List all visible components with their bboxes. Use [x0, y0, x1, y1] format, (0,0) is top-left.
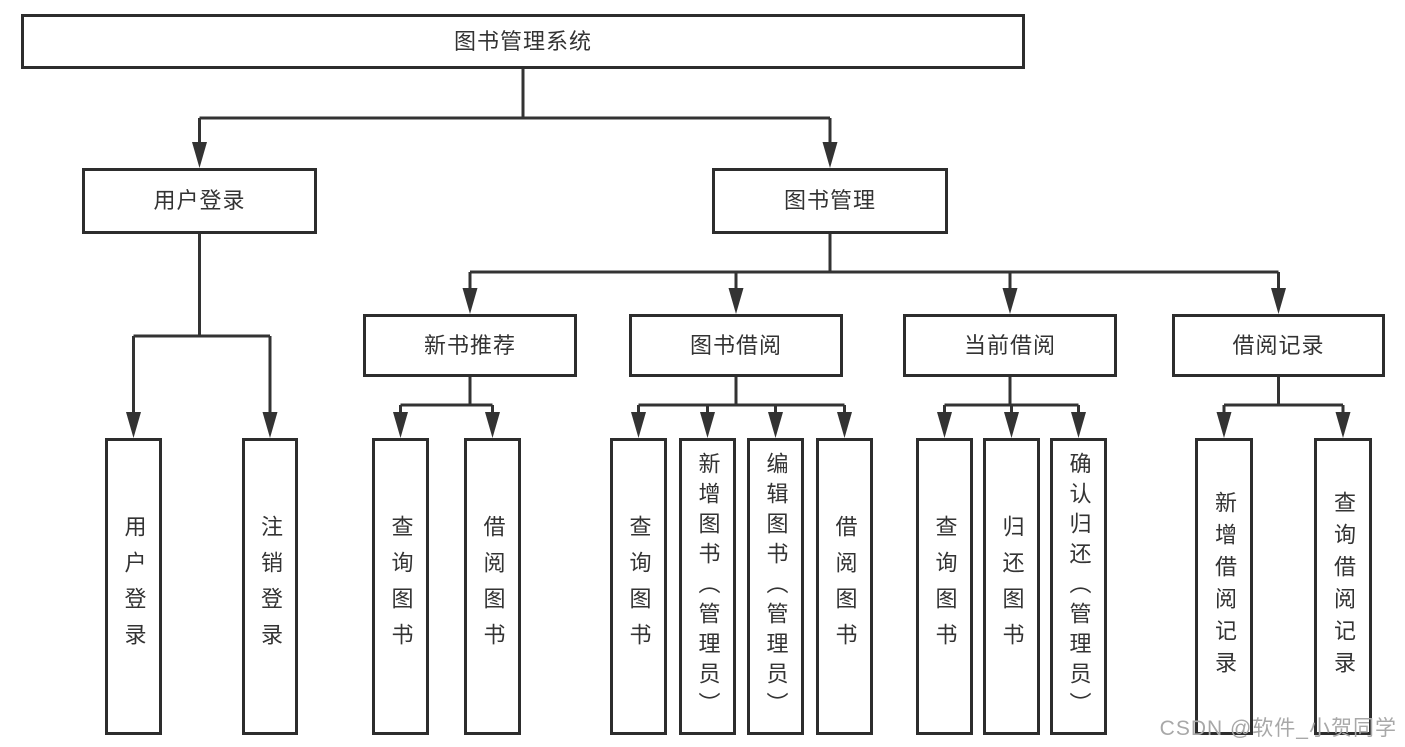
node-current-borrow: 当前借阅 [903, 314, 1117, 377]
node-label: 查询图书 [388, 514, 414, 659]
node-root: 图书管理系统 [21, 14, 1025, 69]
node-label: 借阅记录 [1232, 332, 1325, 358]
arrowhead-book-mgmt [462, 288, 478, 314]
node-logout: 注销登录 [242, 438, 298, 735]
arrowhead-borrow-records [1335, 412, 1351, 438]
arrowhead-book-mgmt [1271, 288, 1286, 314]
node-label: 图书管理系统 [453, 28, 592, 54]
watermark: CSDN @软件_小贺同学 [1159, 717, 1397, 740]
node-label: 当前借阅 [963, 332, 1056, 358]
node-bb-borrow-books: 借阅图书 [816, 438, 873, 735]
arrowhead-current-borrow [937, 412, 952, 438]
arrowhead-new-book-rec [485, 412, 500, 438]
node-user-login: 用户登录 [82, 168, 317, 234]
arrowhead-book-borrow [700, 412, 715, 438]
arrowhead-root [822, 142, 838, 168]
node-label: 编辑图书（管理员） [763, 451, 789, 722]
node-book-mgmt: 图书管理 [712, 168, 948, 234]
arrowhead-user-login [126, 412, 141, 438]
node-label: 查询借阅记录 [1331, 490, 1356, 683]
node-bb-edit-books: 编辑图书（管理员） [747, 438, 804, 735]
node-label: 注销登录 [258, 514, 283, 659]
node-borrow-records: 借阅记录 [1172, 314, 1385, 377]
node-nbr-borrow-books: 借阅图书 [464, 438, 521, 735]
node-label: 图书借阅 [689, 332, 782, 358]
node-label: 归还图书 [999, 514, 1025, 659]
node-label: 确认归还（管理员） [1066, 451, 1092, 722]
node-cb-return-books: 归还图书 [983, 438, 1040, 735]
node-cb-confirm-return: 确认归还（管理员） [1050, 438, 1107, 735]
arrowhead-book-borrow [768, 412, 783, 438]
node-br-add-record: 新增借阅记录 [1195, 438, 1253, 735]
node-label: 新增图书（管理员） [695, 451, 721, 722]
node-label: 查询图书 [932, 514, 958, 659]
arrowhead-user-login [262, 412, 278, 438]
node-label: 新书推荐 [423, 332, 516, 358]
node-label: 新增借阅记录 [1212, 490, 1237, 683]
node-label: 借阅图书 [480, 514, 506, 659]
arrowhead-book-mgmt [1002, 288, 1018, 314]
node-book-borrow: 图书借阅 [629, 314, 843, 377]
node-label: 用户登录 [153, 188, 246, 213]
node-new-book-rec: 新书推荐 [363, 314, 577, 377]
node-label: 图书管理 [783, 188, 876, 213]
node-label: 查询图书 [626, 514, 652, 659]
node-label: 借阅图书 [832, 514, 858, 659]
node-nbr-query-books: 查询图书 [372, 438, 429, 735]
arrowhead-book-borrow [837, 412, 852, 438]
arrowhead-book-mgmt [728, 288, 744, 314]
arrowhead-current-borrow [1004, 412, 1019, 438]
arrowhead-root [192, 142, 207, 168]
node-bb-add-books: 新增图书（管理员） [679, 438, 736, 735]
arrowhead-new-book-rec [393, 412, 408, 438]
arrowhead-current-borrow [1071, 412, 1086, 438]
node-bb-query-books: 查询图书 [610, 438, 667, 735]
node-br-query-record: 查询借阅记录 [1314, 438, 1372, 735]
arrowhead-borrow-records [1216, 412, 1232, 438]
arrowhead-book-borrow [631, 412, 646, 438]
node-label: 用户登录 [121, 514, 147, 659]
node-login: 用户登录 [105, 438, 162, 735]
node-cb-query-books: 查询图书 [916, 438, 973, 735]
